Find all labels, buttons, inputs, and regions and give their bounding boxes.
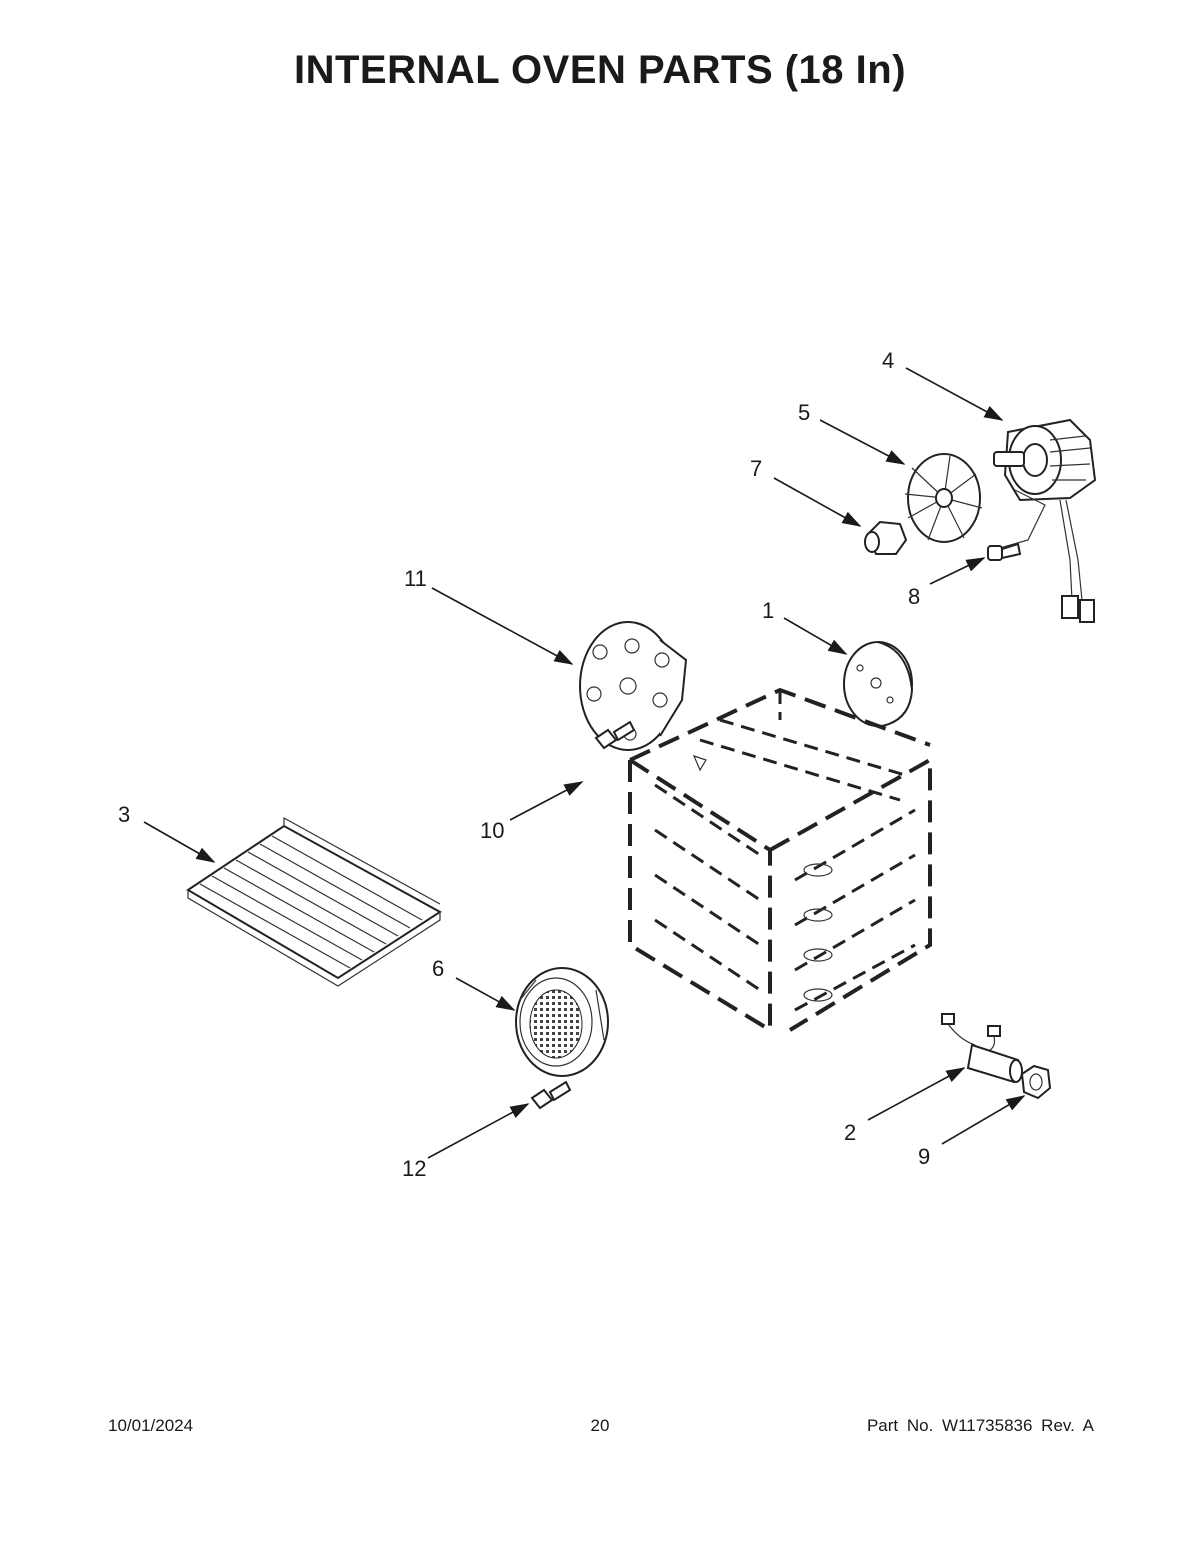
leader-1 <box>783 617 848 655</box>
part-1-cover-disc <box>843 641 914 727</box>
oven-cavity <box>628 687 932 1032</box>
footer-part-number: Part No. W11735836 Rev. A <box>866 1416 1094 1435</box>
leader-12 <box>427 1103 530 1159</box>
callout-5: 5 <box>798 400 810 425</box>
leader-2 <box>867 1067 966 1121</box>
callout-12: 12 <box>402 1156 426 1181</box>
part-7-nut <box>864 520 908 555</box>
leader-6 <box>455 977 516 1011</box>
page-title: INTERNAL OVEN PARTS (18 In) <box>293 48 907 92</box>
callout-11: 11 <box>404 566 427 591</box>
part-10-screw <box>594 720 636 750</box>
leader-7 <box>773 477 862 527</box>
callout-6: 6 <box>432 956 444 981</box>
callout-10: 10 <box>480 818 504 843</box>
leader-10 <box>509 781 584 821</box>
callout-1: 1 <box>762 598 774 623</box>
part-11-gasket-plate <box>579 621 688 751</box>
callout-9: 9 <box>918 1144 930 1169</box>
part-12-screw <box>530 1080 572 1110</box>
footer-page-number: 20 <box>590 1416 610 1435</box>
callout-8: 8 <box>908 584 920 609</box>
leader-8 <box>929 557 986 585</box>
callout-2: 2 <box>844 1120 856 1145</box>
part-4-fan-motor <box>993 418 1097 623</box>
callout-3: 3 <box>118 802 130 827</box>
part-8-screw <box>987 542 1022 561</box>
part-2-sensor <box>941 1013 1023 1084</box>
part-3-oven-rack <box>186 816 442 987</box>
leader-4 <box>905 367 1004 421</box>
callout-labels: 4 5 7 8 1 11 10 3 6 12 2 9 <box>118 348 930 1181</box>
callout-7: 7 <box>750 456 762 481</box>
leader-5 <box>819 419 906 465</box>
part-9-hex-nut <box>1020 1064 1052 1100</box>
leader-3 <box>143 821 216 863</box>
part-5-fan-blade <box>904 453 983 543</box>
leader-11 <box>431 587 574 665</box>
part-6-mesh-cover <box>515 967 609 1077</box>
leader-9 <box>941 1095 1026 1145</box>
leader-lines <box>143 367 1026 1159</box>
footer-date: 10/01/2024 <box>108 1416 194 1435</box>
callout-4: 4 <box>882 348 894 373</box>
